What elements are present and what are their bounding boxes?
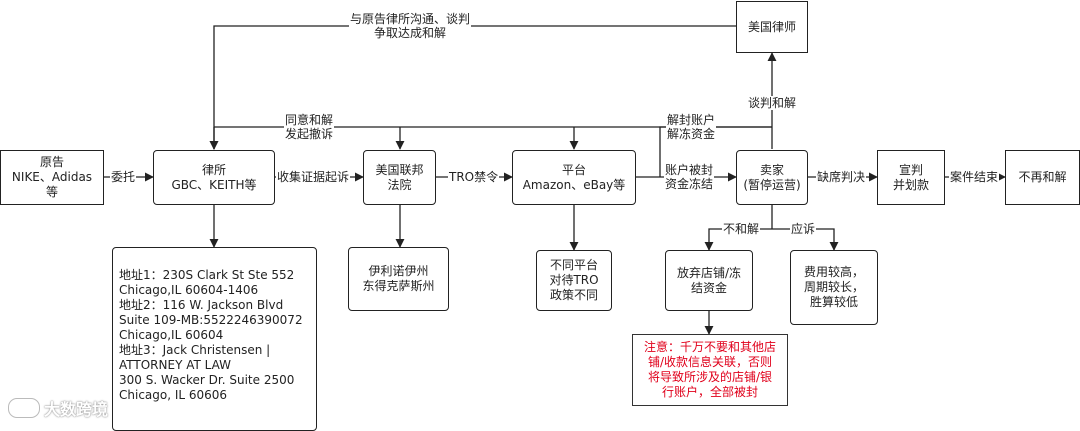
node-abandon: 放弃店铺/冻 结资金 xyxy=(665,250,753,311)
node-law-firm: 律所 GBC、KEITH等 xyxy=(153,150,275,205)
label-tro-order: TRO禁令 xyxy=(448,170,500,184)
label-appeal: 应诉 xyxy=(790,222,817,236)
edge-unfreeze xyxy=(659,126,772,177)
node-addresses: 地址1：230S Clark St Ste 552 Chicago,IL 606… xyxy=(112,247,317,431)
label-account-frozen: 账户被封 资金冻结 xyxy=(664,163,715,191)
node-judgment: 宣判 并划款 xyxy=(877,150,945,205)
node-platform: 平台 Amazon、eBay等 xyxy=(512,150,636,205)
label-collect-evidence: 收集证据起诉 xyxy=(276,170,351,184)
node-us-lawyer: 美国律师 xyxy=(736,1,808,53)
node-tro-policy: 不同平台 对待TRO 政策不同 xyxy=(536,250,612,311)
label-agree-settle: 同意和解 发起撤诉 xyxy=(284,113,335,141)
watermark: 大数跨境 xyxy=(8,396,108,420)
watermark-text: 大数跨境 xyxy=(44,400,109,419)
label-default-judgment: 缺席判决 xyxy=(816,170,867,184)
node-no-settlement: 不再和解 xyxy=(1005,150,1080,205)
node-warning: 注意：千万不要和其他店 铺/收款信息关联，否则 将导致所涉及的店铺/银 行账户，… xyxy=(632,334,788,406)
label-contact-plaintiff: 与原告律所沟通、谈判 争取达成和解 xyxy=(349,12,472,40)
label-negotiate-settle: 谈判和解 xyxy=(747,96,798,110)
label-no-settle: 不和解 xyxy=(722,222,761,236)
label-entrust: 委托 xyxy=(110,170,137,184)
label-unfreeze: 解封账户 解冻资金 xyxy=(666,113,717,141)
node-court: 美国联邦 法院 xyxy=(363,150,436,205)
node-plaintiff: 原告 NIKE、Adidas 等 xyxy=(0,150,104,205)
label-case-closed: 案件结束 xyxy=(949,170,1000,184)
node-illinois: 伊利诺伊州 东得克萨斯州 xyxy=(348,247,449,311)
edge-lawyer-lawfirm xyxy=(209,25,736,150)
node-high-cost: 费用较高， 周期较长， 胜算较低 xyxy=(790,250,878,325)
watermark-logo-icon xyxy=(8,398,40,418)
node-seller: 卖家 (暂停运营) xyxy=(736,150,808,205)
